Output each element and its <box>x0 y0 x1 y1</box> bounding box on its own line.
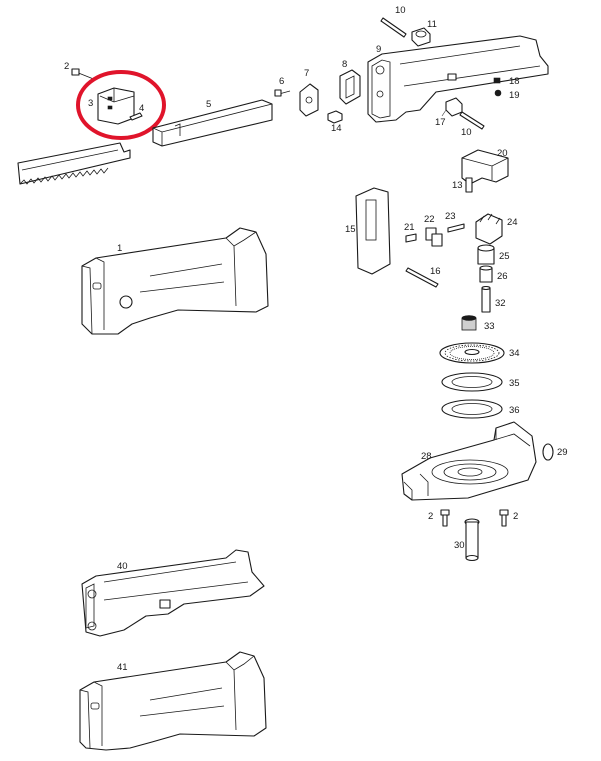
screw-part-6: 6 <box>274 76 291 97</box>
bushing-part-25: 25 <box>477 244 510 265</box>
callout-6: 6 <box>279 76 284 87</box>
washer-part-36: 36 <box>441 399 520 419</box>
callout-17: 17 <box>435 117 446 128</box>
callout-5: 5 <box>206 99 211 110</box>
callout-16: 16 <box>430 266 441 277</box>
callout-2-right: 2 <box>513 511 518 522</box>
screw-part-2-left: 2 <box>428 509 450 527</box>
callout-4: 4 <box>139 103 144 114</box>
callout-3: 3 <box>88 98 93 109</box>
pin-part-10-top: 10 <box>380 5 407 38</box>
blade-clamp-part-3: 3 <box>88 87 135 125</box>
gear-part-34: 34 <box>439 342 520 364</box>
saw-blade <box>17 142 131 185</box>
callout-26: 26 <box>497 271 508 282</box>
guide-part-8: 8 <box>339 59 361 105</box>
part-23: 23 <box>445 211 465 233</box>
callout-23: 23 <box>445 211 456 222</box>
plunger-bar-part-5: 5 <box>152 99 273 147</box>
plate-part-7: 7 <box>299 68 319 117</box>
part-18: 18 <box>493 76 520 87</box>
part-24: 24 <box>475 213 518 245</box>
spindle-part-30: 30 <box>454 518 480 562</box>
part-21: 21 <box>404 222 417 243</box>
pin-part-10-lower: 10 <box>459 111 485 138</box>
part-19: 19 <box>494 89 520 101</box>
highlight-circle <box>76 70 166 140</box>
housing-part-9: 9 <box>367 35 549 123</box>
callout-22: 22 <box>424 214 435 225</box>
callout-15: 15 <box>345 224 356 235</box>
callout-2-left: 2 <box>428 511 433 522</box>
bracket-part-20: 20 <box>461 148 509 185</box>
callout-32: 32 <box>495 298 506 309</box>
o-ring-part-29: 29 <box>542 443 568 461</box>
housing-part-40: 40 <box>81 549 265 637</box>
gear-housing-part-28: 28 <box>401 421 537 501</box>
screw-part-13: 13 <box>452 177 473 193</box>
plate-part-15: 15 <box>345 187 391 275</box>
callout-35: 35 <box>509 378 520 389</box>
callout-20: 20 <box>497 148 508 159</box>
handle-part-1: 1 <box>81 227 269 335</box>
callout-41: 41 <box>117 662 128 673</box>
callout-10-top: 10 <box>395 5 406 16</box>
nut-part-14: 14 <box>327 110 343 134</box>
callout-34: 34 <box>509 348 520 359</box>
callout-14: 14 <box>331 123 342 134</box>
washer-part-35: 35 <box>441 372 520 392</box>
callout-10-lower: 10 <box>461 127 472 138</box>
callout-1: 1 <box>117 243 122 254</box>
callout-28: 28 <box>421 451 432 462</box>
screw-part-2-right: 2 <box>499 509 518 527</box>
callout-36: 36 <box>509 405 520 416</box>
callout-19: 19 <box>509 90 520 101</box>
part-22: 22 <box>424 214 443 247</box>
callout-21: 21 <box>404 222 415 233</box>
part-33: 33 <box>461 315 495 332</box>
part-26: 26 <box>479 265 508 283</box>
pin-part-4: 4 <box>129 103 144 121</box>
callout-13: 13 <box>452 180 463 191</box>
callout-11: 11 <box>427 19 437 30</box>
callout-40: 40 <box>117 561 128 572</box>
bushing-part-11: 11 <box>411 19 437 47</box>
callout-7: 7 <box>304 68 309 79</box>
callout-18: 18 <box>509 76 520 87</box>
bushing-part-17: 17 <box>435 97 463 128</box>
callout-8: 8 <box>342 59 347 70</box>
handle-part-41: 41 <box>79 651 267 751</box>
callout-30: 30 <box>454 540 465 551</box>
screw-part-2: 2 <box>64 61 97 81</box>
callout-29: 29 <box>557 447 568 458</box>
pin-part-32: 32 <box>481 285 506 313</box>
callout-24: 24 <box>507 217 518 228</box>
callout-33: 33 <box>484 321 495 332</box>
callout-9: 9 <box>376 44 381 55</box>
callout-2-top: 2 <box>64 61 69 72</box>
callout-25: 25 <box>499 251 510 262</box>
pin-part-16: 16 <box>405 266 441 288</box>
